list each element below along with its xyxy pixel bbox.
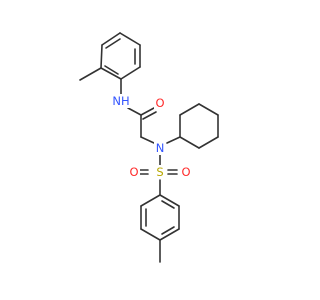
sulfonyl-oxygen-left-label: O (128, 165, 140, 179)
bond (79, 67, 102, 81)
bonds (79, 32, 219, 263)
carbonyl-oxygen-atom: O (155, 96, 164, 110)
bond (179, 103, 200, 116)
sulfonyl-oxygen-right-atom: O (181, 165, 190, 179)
bond (159, 228, 180, 241)
bond (161, 226, 175, 235)
bond (159, 194, 180, 207)
bond (142, 111, 157, 120)
label-background (128, 165, 140, 179)
bond (119, 32, 141, 46)
label-background (154, 141, 166, 155)
bond (140, 136, 155, 144)
bond (140, 107, 155, 116)
bond (198, 136, 219, 149)
bond (161, 200, 175, 209)
label-background (111, 94, 131, 108)
sulfur-label: S (154, 165, 166, 179)
bond (179, 136, 200, 149)
bond (104, 65, 119, 75)
atom-labels: NH O N S O O (111, 94, 192, 179)
sulfur-atom: S (156, 165, 163, 179)
sulfonyl-oxygen-right-label: O (180, 165, 192, 179)
label-background (154, 96, 166, 110)
carbonyl-oxygen-label: O (154, 96, 166, 110)
nh-atom: NH (112, 94, 129, 108)
bond (166, 136, 181, 144)
label-background (154, 165, 166, 179)
bond (140, 228, 161, 241)
bond (100, 67, 122, 80)
sulfonyl-oxygen-left-atom: O (129, 165, 138, 179)
bond (198, 103, 219, 116)
nh-label: NH (111, 94, 131, 108)
bond (101, 32, 121, 46)
bond (127, 107, 142, 116)
molecule-structure: NH O N S O O (79, 32, 219, 263)
bond (120, 66, 141, 80)
bond (100, 44, 103, 69)
bond (105, 38, 121, 49)
label-background (180, 165, 192, 179)
bond (140, 194, 161, 207)
sulfonamide-nitrogen-label: N (154, 141, 166, 155)
sulfonamide-nitrogen-atom: N (156, 141, 165, 155)
